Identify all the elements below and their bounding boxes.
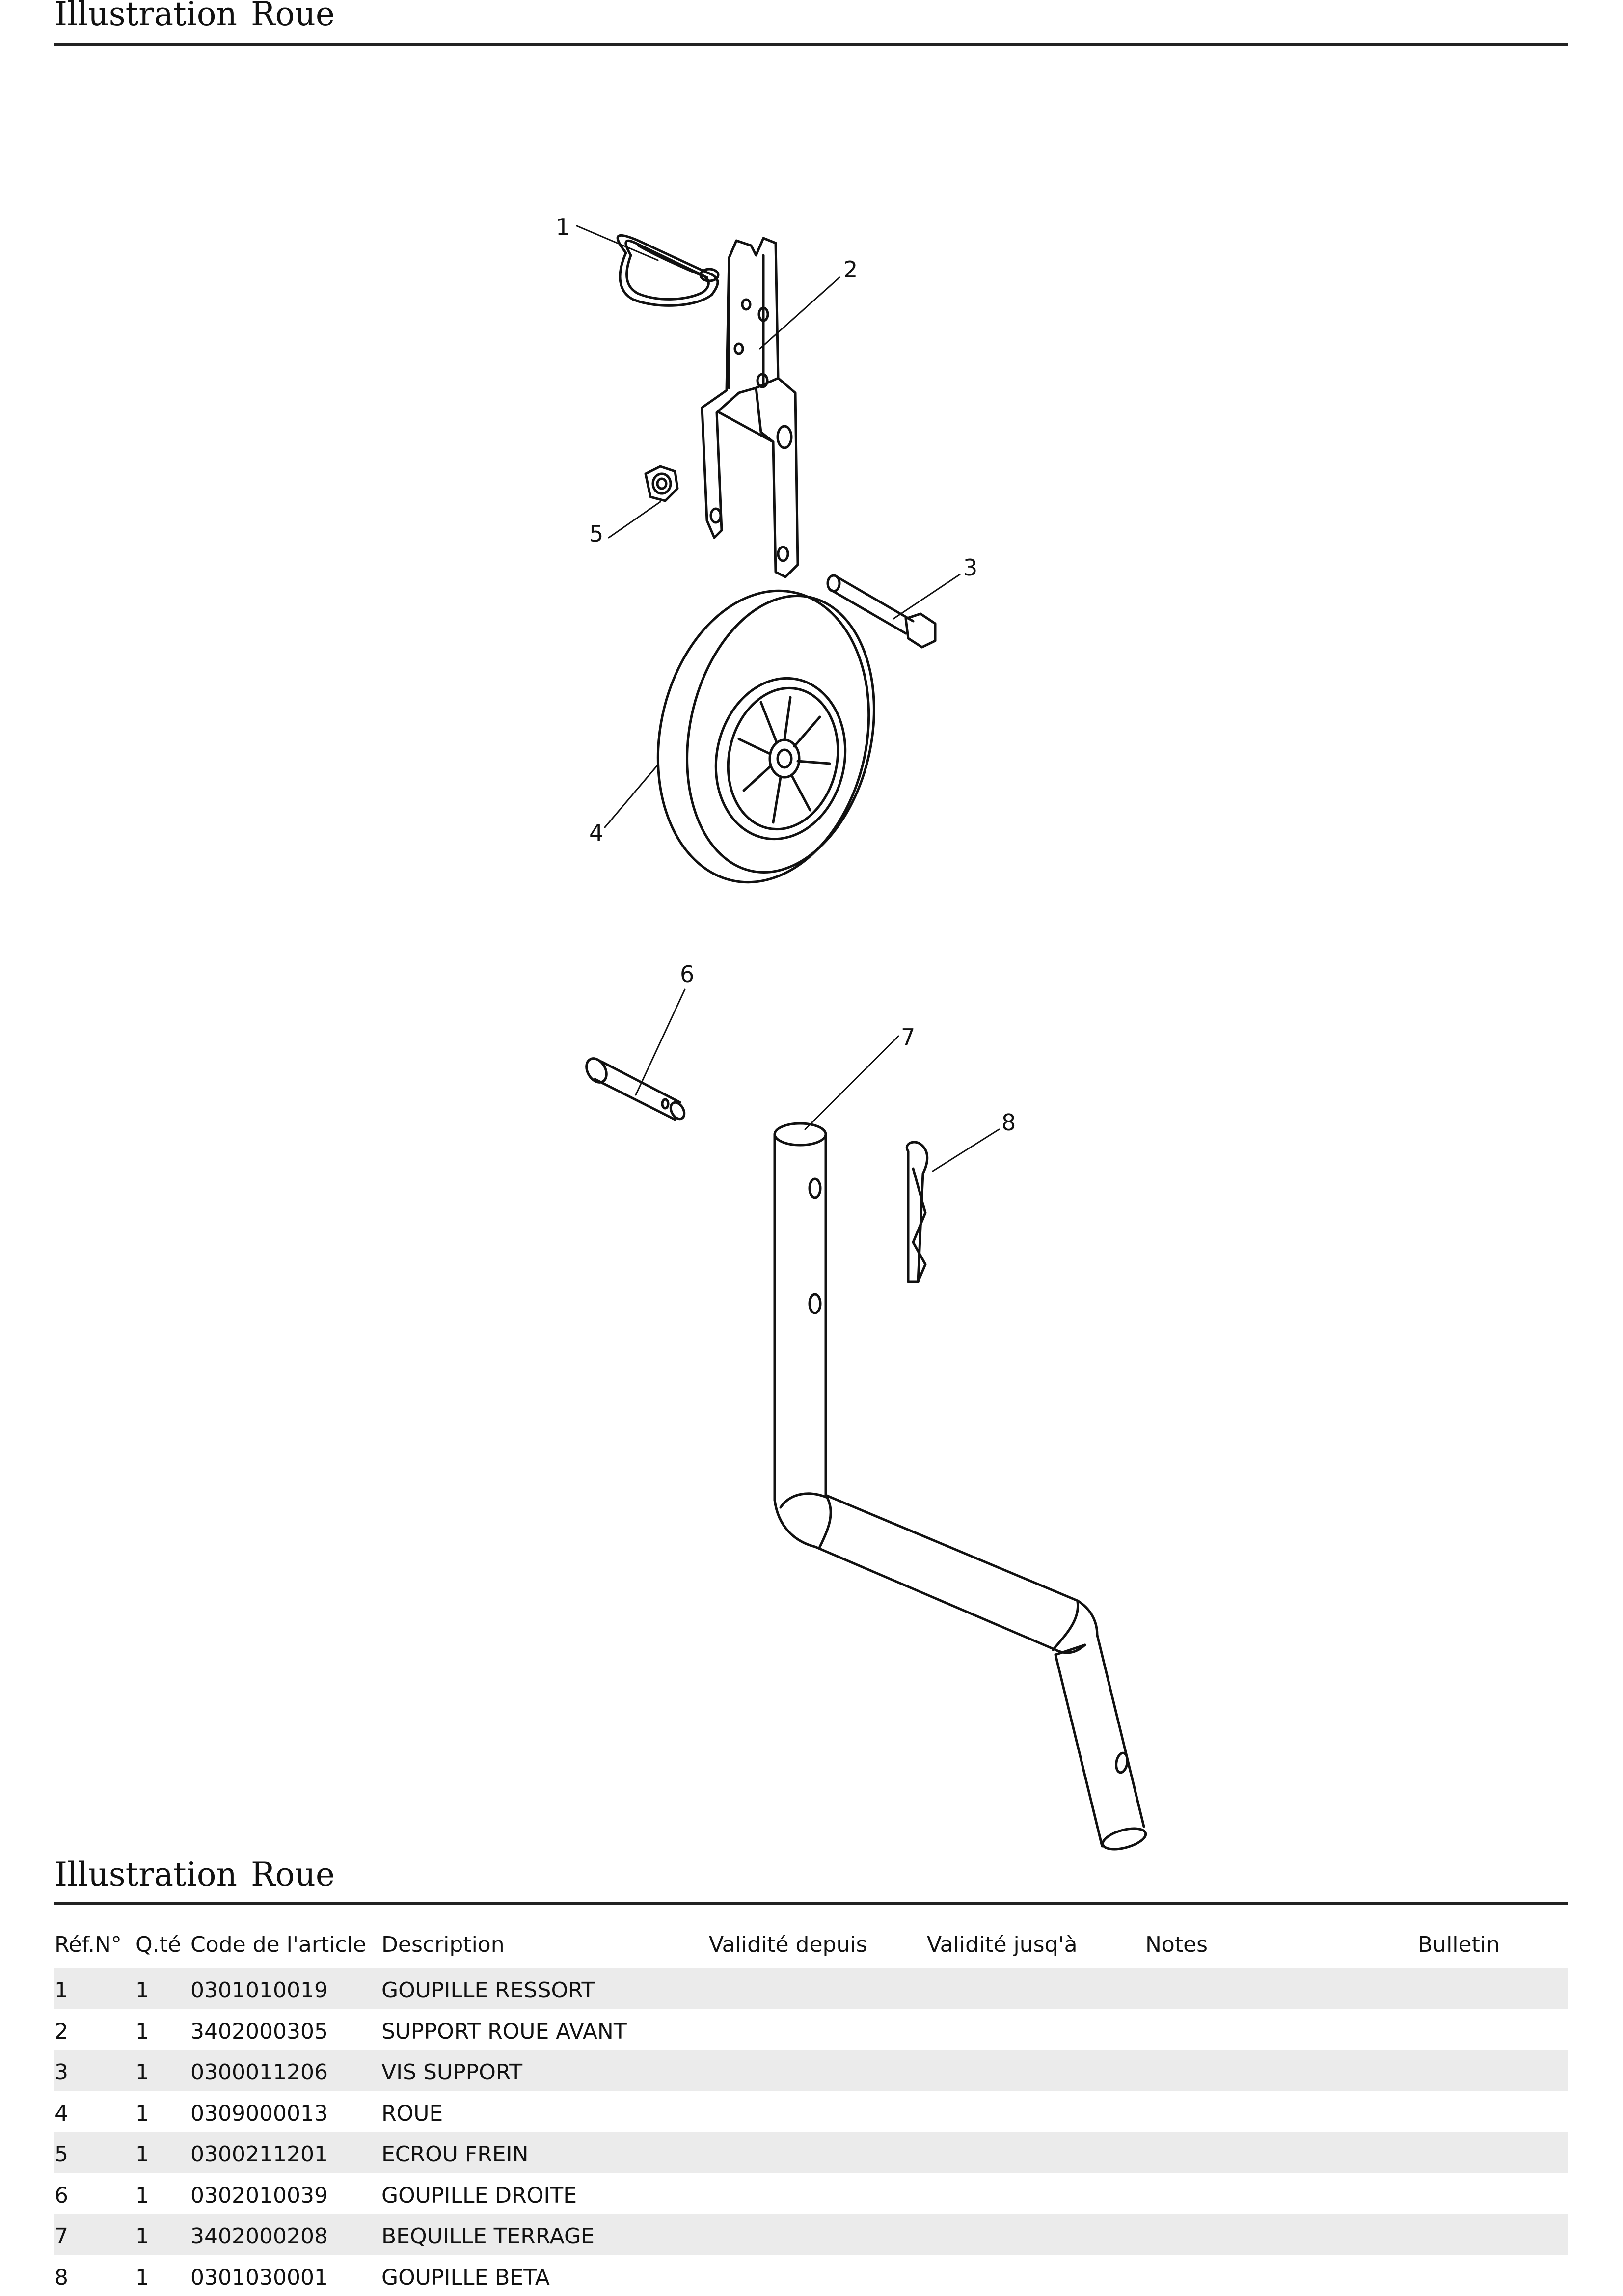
table-title-word-2: Roue <box>250 1856 335 1893</box>
page-title-word-1: Illustration <box>54 0 237 33</box>
cell-code: 0302010039 <box>190 2183 328 2208</box>
page-title: Illustration Roue <box>54 0 335 30</box>
title-rule <box>54 43 1568 46</box>
table-row: 1 1 0301010019 GOUPILLE RESSORT <box>54 1968 1568 2009</box>
column-header-valid-until: Validité jusq'à <box>927 1932 1078 1957</box>
table-title: Illustration Roue <box>54 1859 335 1891</box>
part-1-spring-pin <box>616 234 720 307</box>
callout-leaders <box>576 225 1000 1172</box>
column-header-description: Description <box>381 1932 505 1957</box>
callout-1: 1 <box>556 214 570 240</box>
part-4-wheel <box>656 589 875 884</box>
column-header-ref: Réf.N° <box>54 1932 122 1957</box>
cell-code: 3402000305 <box>190 2019 328 2044</box>
callout-8: 8 <box>1001 1109 1016 1136</box>
cell-ref: 3 <box>54 2060 68 2085</box>
column-header-bulletin: Bulletin <box>1418 1932 1500 1957</box>
table-row: 2 1 3402000305 SUPPORT ROUE AVANT <box>54 2009 1568 2050</box>
table-row: 4 1 0309000013 ROUE <box>54 2091 1568 2132</box>
callout-4: 4 <box>589 820 603 846</box>
cell-code: 3402000208 <box>190 2224 328 2249</box>
cell-code: 0300211201 <box>190 2142 328 2167</box>
cell-description: GOUPILLE BETA <box>381 2265 550 2290</box>
part-8-beta-pin <box>906 1141 929 1283</box>
cell-ref: 6 <box>54 2183 68 2208</box>
table-row: 6 1 0302010039 GOUPILLE DROITE <box>54 2173 1568 2214</box>
table-row: 7 1 3402000208 BEQUILLE TERRAGE <box>54 2214 1568 2255</box>
column-header-valid-from: Validité depuis <box>709 1932 867 1957</box>
cell-qty: 1 <box>135 2060 149 2085</box>
column-header-notes: Notes <box>1145 1932 1208 1957</box>
table-title-word-1: Illustration <box>54 1856 237 1893</box>
exploded-parts-drawing: 1 2 3 4 5 6 7 8 <box>556 214 1147 1851</box>
cell-code: 0309000013 <box>190 2101 328 2126</box>
cell-description: ROUE <box>381 2101 443 2126</box>
cell-description: VIS SUPPORT <box>381 2060 523 2085</box>
cell-qty: 1 <box>135 2142 149 2167</box>
cell-description: ECROU FREIN <box>381 2142 529 2167</box>
page-title-word-2: Roue <box>250 0 335 33</box>
cell-qty: 1 <box>135 2019 149 2044</box>
cell-description: GOUPILLE DROITE <box>381 2183 577 2208</box>
cell-code: 0301030001 <box>190 2265 328 2290</box>
table-title-rule <box>54 1902 1568 1905</box>
part-2-wheel-support <box>701 237 799 578</box>
part-7-ground-stand <box>773 1122 1147 1851</box>
cell-qty: 1 <box>135 2101 149 2126</box>
cell-description: SUPPORT ROUE AVANT <box>381 2019 627 2044</box>
part-6-straight-pin <box>585 1057 686 1121</box>
table-row: 5 1 0300211201 ECROU FREIN <box>54 2132 1568 2173</box>
cell-ref: 4 <box>54 2101 68 2126</box>
cell-qty: 1 <box>135 2265 149 2290</box>
callout-6: 6 <box>680 961 694 987</box>
cell-ref: 5 <box>54 2142 68 2167</box>
table-row: 8 1 0301030001 GOUPILLE BETA <box>54 2255 1568 2296</box>
cell-ref: 2 <box>54 2019 68 2044</box>
callout-7: 7 <box>901 1024 915 1050</box>
cell-ref: 8 <box>54 2265 68 2290</box>
cell-qty: 1 <box>135 2183 149 2208</box>
cell-description: GOUPILLE RESSORT <box>381 1978 595 2003</box>
part-5-lock-nut <box>644 465 679 502</box>
cell-ref: 7 <box>54 2224 68 2249</box>
cell-code: 0300011206 <box>190 2060 328 2085</box>
table-row: 3 1 0300011206 VIS SUPPORT <box>54 2050 1568 2091</box>
callout-3: 3 <box>963 554 977 581</box>
column-header-qty: Q.té <box>135 1932 181 1957</box>
cell-qty: 1 <box>135 1978 149 2003</box>
cell-description: BEQUILLE TERRAGE <box>381 2224 595 2249</box>
callout-2: 2 <box>843 256 858 283</box>
cell-code: 0301010019 <box>190 1978 328 2003</box>
column-header-code: Code de l'article <box>190 1932 366 1957</box>
callout-5: 5 <box>589 520 603 547</box>
cell-qty: 1 <box>135 2224 149 2249</box>
part-3-bolt <box>826 574 937 649</box>
cell-ref: 1 <box>54 1978 68 2003</box>
